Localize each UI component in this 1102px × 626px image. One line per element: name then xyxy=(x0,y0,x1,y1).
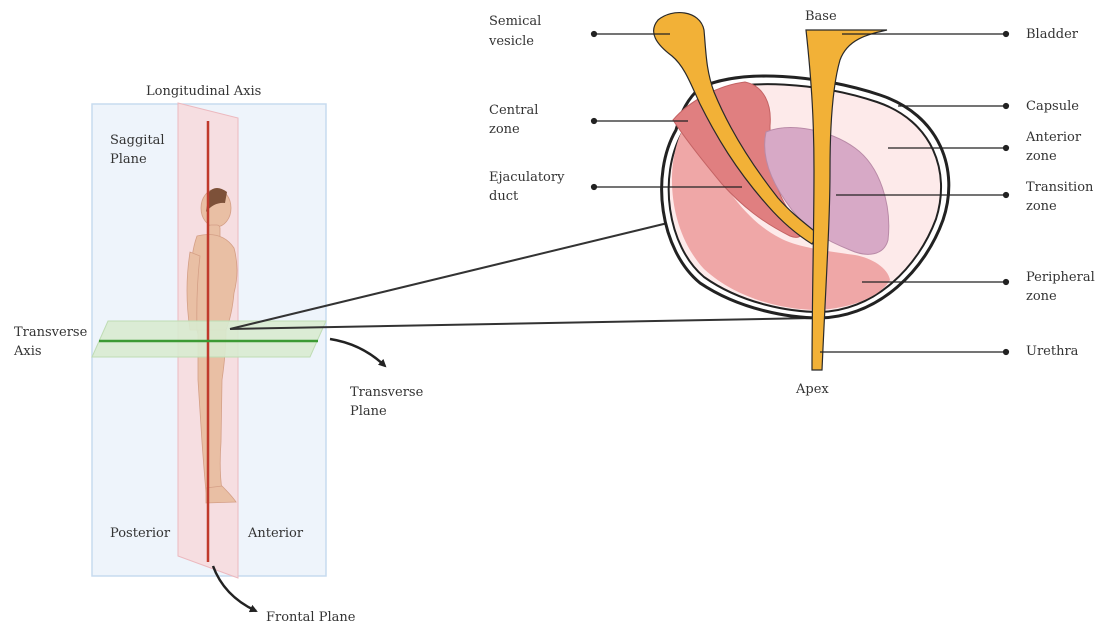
saggital-plane-label-line1: Saggital xyxy=(110,133,165,148)
capsule-label: Capsule xyxy=(1026,99,1079,114)
peripheral-zone-label-line2: zone xyxy=(1026,289,1057,304)
transverse-axis-label-line1: Transverse xyxy=(14,325,88,340)
base-label: Base xyxy=(805,9,837,24)
semical-vesicle-label-line1: Semical xyxy=(489,14,541,29)
transverse-plane-arrow xyxy=(330,339,385,366)
transverse-plane-label-line1: Transverse xyxy=(350,385,424,400)
central-zone-label-line2: zone xyxy=(489,122,520,137)
anterior-zone-label-line1: Anterior xyxy=(1025,130,1082,145)
anterior-label: Anterior xyxy=(247,526,304,541)
longitudinal-axis-label: Longitudinal Axis xyxy=(146,84,261,99)
prostate-figure: Base Apex Semical vesicle Central zone E… xyxy=(488,9,1095,397)
ejaculatory-duct-label-line1: Ejaculatory xyxy=(489,170,565,185)
transverse-axis-label-line2: Axis xyxy=(13,344,42,359)
frontal-plane-label: Frontal Plane xyxy=(266,610,356,625)
transverse-plane-label-line2: Plane xyxy=(350,404,387,419)
apex-label: Apex xyxy=(795,382,829,397)
urethra-label: Urethra xyxy=(1026,344,1079,359)
central-zone-label-line1: Central xyxy=(489,103,538,118)
bladder-label: Bladder xyxy=(1026,27,1079,42)
posterior-label: Posterior xyxy=(110,526,171,541)
peripheral-zone-label-line1: Peripheral xyxy=(1026,270,1095,285)
transition-zone-label-line2: zone xyxy=(1026,199,1057,214)
anterior-zone-label-line2: zone xyxy=(1026,149,1057,164)
saggital-plane-label-line2: Plane xyxy=(110,152,147,167)
ejaculatory-duct-label-line2: duct xyxy=(489,189,519,204)
transition-zone-label-line1: Transition xyxy=(1026,180,1094,195)
body-planes-figure: Longitudinal Axis Saggital Plane Transve… xyxy=(13,84,424,625)
semical-vesicle-label-line2: vesicle xyxy=(488,34,534,49)
